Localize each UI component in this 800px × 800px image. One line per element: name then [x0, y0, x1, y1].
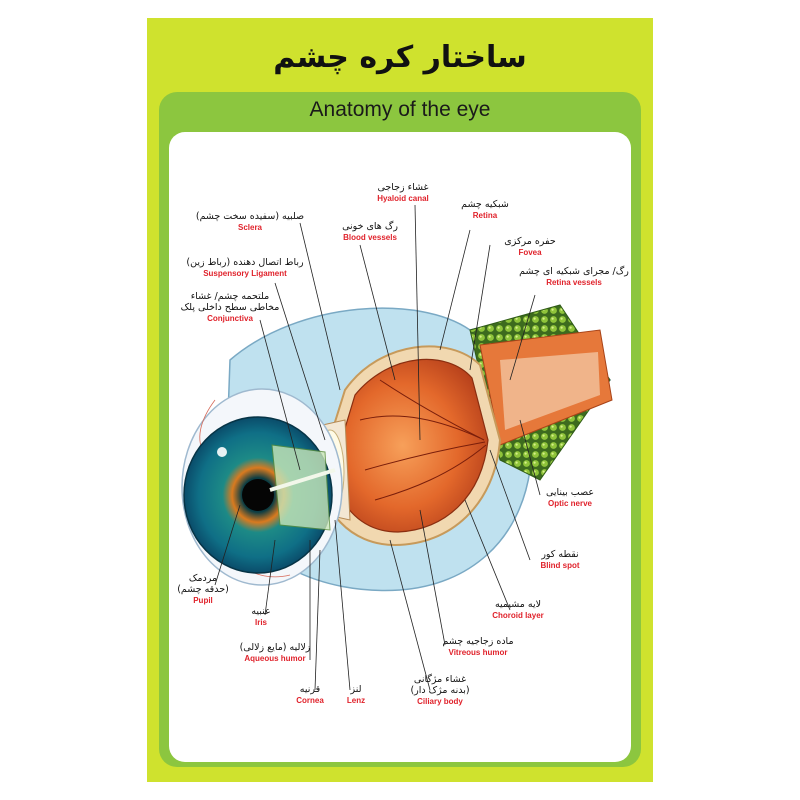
label-blind-spot-en: Blind spot [540, 560, 580, 570]
label-choroid: لایه مشیمیه Choroid layer [478, 599, 558, 620]
label-lens-fa: لنز [350, 684, 362, 695]
label-cornea: قرنیه Cornea [285, 684, 335, 705]
label-hyaloid: غشاء زجاجی Hyaloid canal [363, 182, 443, 203]
label-blood-vessels-fa: رگ های خونی [342, 221, 398, 232]
label-conjunctiva-en: Conjunctiva [207, 313, 253, 323]
label-fovea-en: Fovea [518, 247, 542, 257]
label-blood-vessels-en: Blood vessels [343, 232, 397, 242]
label-iris-en: Iris [254, 617, 267, 627]
label-retina: شبکیه چشم Retina [445, 199, 525, 220]
label-optic-nerve-en: Optic nerve [547, 498, 592, 508]
label-hyaloid-fa: غشاء زجاجی [377, 182, 429, 193]
leader-lines [214, 204, 541, 691]
label-pupil-en: Pupil [193, 595, 213, 605]
label-conjunctiva: ملتحمه چشم/ غشاء مخاطی سطح داخلی پلک Con… [170, 291, 290, 323]
label-choroid-fa: لایه مشیمیه [494, 599, 542, 610]
label-pupil-fa1: مردمک [188, 573, 218, 584]
english-title: Anatomy of the eye [309, 98, 491, 121]
label-hyaloid-en: Hyaloid canal [377, 193, 429, 203]
label-fovea-fa: حفره مرکزی [504, 236, 556, 247]
label-ciliary-en: Ciliary body [417, 696, 463, 706]
label-ciliary: غشاء مژگانی (بدنه مژک دار) Ciliary body [400, 674, 480, 706]
label-retina-vessels: رگ/ مجرای شبکیه ای چشم Retina vessels [518, 266, 630, 287]
label-iris: عنبیه Iris [236, 606, 286, 627]
label-suspensory: رباط اتصال دهنده (رباط زین) Suspensory L… [170, 257, 320, 278]
label-cornea-fa: قرنیه [299, 684, 321, 695]
label-suspensory-fa: رباط اتصال دهنده (رباط زین) [186, 257, 304, 268]
label-optic-nerve: عصب بینایی Optic nerve [530, 487, 610, 508]
label-cornea-en: Cornea [296, 695, 324, 705]
label-aqueous: زلالیه (مایع زلالی) Aqueous humor [220, 642, 330, 663]
label-retina-vessels-fa: رگ/ مجرای شبکیه ای چشم [519, 266, 629, 277]
label-lens-en: Lenz [346, 695, 366, 705]
label-vitreous: ماده زجاجیه چشم Vitreous humor [428, 636, 528, 657]
pupil-shape [242, 479, 274, 511]
label-pupil: مردمک (حدقه چشم) Pupil [168, 573, 238, 605]
label-aqueous-fa: زلالیه (مایع زلالی) [239, 642, 311, 653]
label-vitreous-fa: ماده زجاجیه چشم [442, 636, 514, 647]
label-optic-nerve-fa: عصب بینایی [545, 487, 595, 498]
label-pupil-fa2: (حدقه چشم) [177, 583, 229, 595]
label-retina-fa: شبکیه چشم [461, 199, 509, 210]
label-ciliary-fa2: (بدنه مژک دار) [410, 684, 470, 696]
label-fovea: حفره مرکزی Fovea [490, 236, 570, 257]
label-blood-vessels: رگ های خونی Blood vessels [330, 221, 410, 242]
label-blind-spot: نقطه کور Blind spot [520, 549, 600, 570]
label-sclera-fa: صلبیه (سفیده سخت چشم) [195, 211, 305, 222]
persian-title: ساختار کره چشم [273, 40, 527, 75]
vitreous-shape [332, 358, 489, 533]
label-vitreous-en: Vitreous humor [448, 647, 508, 657]
label-iris-fa: عنبیه [251, 606, 271, 617]
label-blind-spot-fa: نقطه کور [541, 549, 579, 560]
label-retina-vessels-en: Retina vessels [546, 277, 602, 287]
label-ciliary-fa1: غشاء مژگانی [413, 674, 467, 685]
label-conjunctiva-fa1: ملتحمه چشم/ غشاء [190, 291, 270, 302]
label-lens: لنز Lenz [336, 684, 376, 705]
label-sclera: صلبیه (سفیده سخت چشم) Sclera [180, 211, 320, 232]
label-choroid-en: Choroid layer [492, 610, 544, 620]
label-conjunctiva-fa2: مخاطی سطح داخلی پلک [180, 301, 280, 313]
label-suspensory-en: Suspensory Ligament [203, 268, 287, 278]
label-sclera-en: Sclera [237, 222, 263, 232]
label-aqueous-en: Aqueous humor [244, 653, 306, 663]
label-retina-en: Retina [472, 210, 498, 220]
